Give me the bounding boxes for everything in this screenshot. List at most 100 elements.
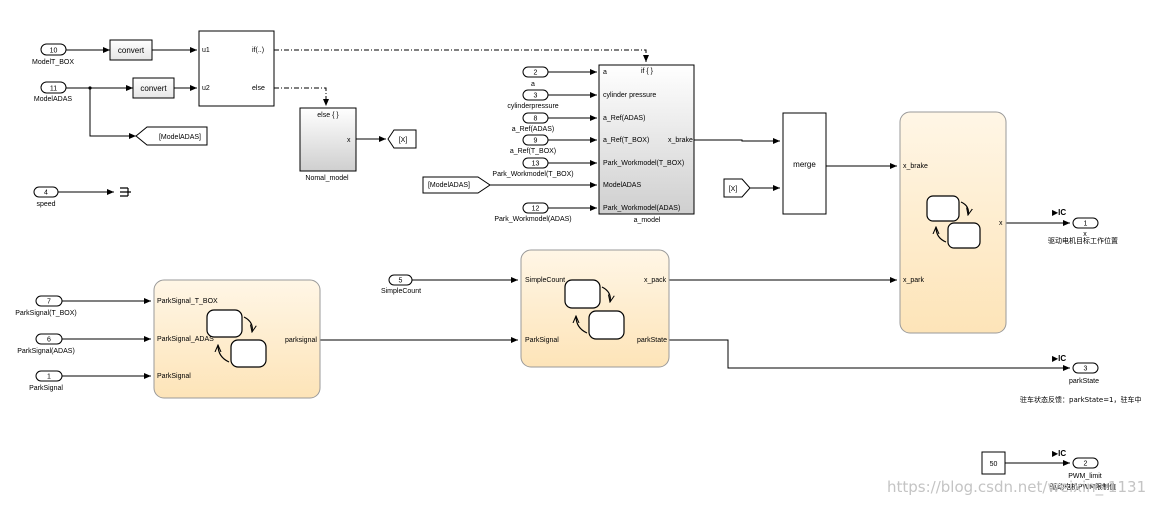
inport-name: a_Ref(T_BOX) <box>510 148 556 155</box>
inport-number: 5 <box>399 278 403 285</box>
if-port-u2: u2 <box>202 85 210 92</box>
chart-park-out-pack: x_pack <box>644 277 667 284</box>
inport-park-signal-tbox[interactable]: 7 ParkSignal(T_BOX) <box>15 295 77 317</box>
inport-number: 11 <box>50 86 57 93</box>
stateflow-chart-park[interactable]: SimpleCount ParkSignal x_pack parkState <box>520 249 670 368</box>
inport-name: ParkSignal <box>29 385 63 392</box>
ic-marker: ▶IC <box>1052 208 1066 217</box>
a-model-subsystem[interactable]: if { } a cylinder pressure a_Ref(ADAS) a… <box>598 64 695 224</box>
signal-lines <box>58 47 1070 466</box>
normal-model-trigger: else { } <box>317 112 339 119</box>
convert-label: convert <box>118 46 145 55</box>
inport-number: 7 <box>47 299 51 306</box>
goto-tag-model-adas[interactable]: [ModelADAS] <box>135 126 208 146</box>
merge-block[interactable]: merge <box>782 112 827 215</box>
inport-a[interactable]: 2 a <box>522 66 549 88</box>
goto-tag-x[interactable]: [X] <box>387 129 417 149</box>
stateflow-chart-x[interactable]: x_brake x_park x <box>899 111 1007 334</box>
a-model-port: ModelADAS <box>603 182 641 189</box>
constant-block[interactable]: 50 <box>981 451 1006 475</box>
chart-x-in-park: x_park <box>903 277 925 284</box>
inport-number: 3 <box>534 93 538 100</box>
goto-tag-label: [X] <box>399 137 408 144</box>
inport-number: 2 <box>534 70 538 77</box>
inport-park-signal-adas[interactable]: 6 ParkSignal(ADAS) <box>17 333 75 355</box>
outport-park-state[interactable]: ▶IC 3 parkState 驻车状态反馈：parkState=1，驻车中 <box>1020 354 1142 404</box>
inport-name: Park_Workmodel(T_BOX) <box>492 171 573 178</box>
goto-tag-label: [ModelADAS] <box>159 134 201 141</box>
from-tag-x[interactable]: [X] <box>723 178 751 198</box>
chart-signal-in-tbox: ParkSignal_T_BOX <box>157 298 218 305</box>
inport-park-workmodel-tbox[interactable]: 13 Park_Workmodel(T_BOX) <box>492 157 574 178</box>
stateflow-icon <box>564 279 625 340</box>
inport-simple-count[interactable]: 5 SimpleCount <box>381 274 421 295</box>
inport-model-tbox[interactable]: 10 ModelT_BOX <box>32 43 74 66</box>
a-model-port: a_Ref(ADAS) <box>603 115 645 122</box>
watermark-text: https://blog.csdn.net/weixin_ 1131 <box>887 478 1146 497</box>
convert-block-tbox[interactable]: convert <box>109 39 153 61</box>
inport-name: ModelT_BOX <box>32 59 74 66</box>
normal-model-name: Nomal_model <box>305 175 349 182</box>
convert-block-adas[interactable]: convert <box>132 77 175 99</box>
inport-number: 10 <box>50 48 58 55</box>
from-tag-model-adas[interactable]: [ModelADAS] <box>422 176 491 194</box>
a-model-name: a_model <box>634 217 661 224</box>
outport-number: 2 <box>1084 461 1088 468</box>
inport-park-workmodel-adas[interactable]: 12 Park_Workmodel(ADAS) <box>494 202 572 223</box>
convert-label: convert <box>140 84 167 93</box>
inport-number: 9 <box>534 138 538 145</box>
outport-pwm-limit[interactable]: ▶IC 2 PWM_limit 驱动电机PWM限制值 <box>1050 449 1116 491</box>
inport-name: a <box>531 81 535 88</box>
constant-value: 50 <box>990 461 998 468</box>
from-tag-label: [ModelADAS] <box>428 182 470 189</box>
from-tag-label: [X] <box>729 186 738 193</box>
inport-name: Park_Workmodel(ADAS) <box>494 216 571 223</box>
chart-park-in-count: SimpleCount <box>525 277 565 284</box>
if-block[interactable]: u1 u2 if(..) else <box>198 30 275 107</box>
chart-signal-out: parksignal <box>285 337 317 344</box>
merge-label: merge <box>793 160 816 169</box>
inport-number: 6 <box>47 337 51 344</box>
terminator-block[interactable] <box>120 187 131 197</box>
inport-park-signal[interactable]: 1 ParkSignal <box>29 370 63 392</box>
inport-speed[interactable]: 4 speed <box>33 186 59 208</box>
inport-name: speed <box>36 201 55 208</box>
a-model-port: a <box>603 69 607 76</box>
a-model-out: x_brake <box>668 137 693 144</box>
if-port-u1: u1 <box>202 47 210 54</box>
chart-park-out-state: parkState <box>637 337 667 344</box>
chart-signal-in-adas: ParkSignal_ADAS <box>157 336 214 343</box>
stateflow-icon <box>206 309 267 368</box>
inport-number: 13 <box>532 161 540 168</box>
inport-number: 12 <box>532 206 540 213</box>
inport-name: ParkSignal(T_BOX) <box>15 310 76 317</box>
inport-cylinder-pressure[interactable]: 3 cylinderpressure <box>507 89 559 110</box>
a-model-port: cylinder pressure <box>603 92 656 99</box>
if-port-else: else <box>252 85 265 92</box>
inport-name: ParkSignal(ADAS) <box>17 348 75 355</box>
if-port-if: if(..) <box>252 47 264 54</box>
ic-marker: ▶IC <box>1052 449 1066 458</box>
outport-number: 1 <box>1084 221 1088 228</box>
outport-name: PWM_limit <box>1068 473 1101 480</box>
chart-signal-in-signal: ParkSignal <box>157 373 191 380</box>
inport-name: cylinderpressure <box>507 103 558 110</box>
stateflow-icon <box>926 195 981 249</box>
inport-name: ModelADAS <box>34 96 72 103</box>
stateflow-chart-park-signal[interactable]: ParkSignal_T_BOX ParkSignal_ADAS ParkSig… <box>153 279 321 399</box>
inport-a-ref-adas[interactable]: 8 a_Ref(ADAS) <box>512 112 554 133</box>
inport-a-ref-tbox[interactable]: 9 a_Ref(T_BOX) <box>510 134 556 155</box>
chart-x-in-brake: x_brake <box>903 163 928 170</box>
outport-name: parkState <box>1069 378 1099 385</box>
outport-description: 驱动电机目标工作位置 <box>1048 236 1118 245</box>
inport-model-adas[interactable]: 11 ModelADAS <box>34 81 72 103</box>
outport-x[interactable]: ▶IC 1 x 驱动电机目标工作位置 <box>1048 208 1118 245</box>
normal-model-subsystem[interactable]: else { } x Nomal_model <box>299 107 357 182</box>
a-model-port: Park_Workmodel(T_BOX) <box>603 160 684 167</box>
inport-number: 1 <box>47 374 51 381</box>
ic-marker: ▶IC <box>1052 354 1066 363</box>
outport-name: x <box>1083 231 1087 238</box>
a-model-trigger: if { } <box>641 68 654 75</box>
inport-number: 8 <box>534 116 538 123</box>
